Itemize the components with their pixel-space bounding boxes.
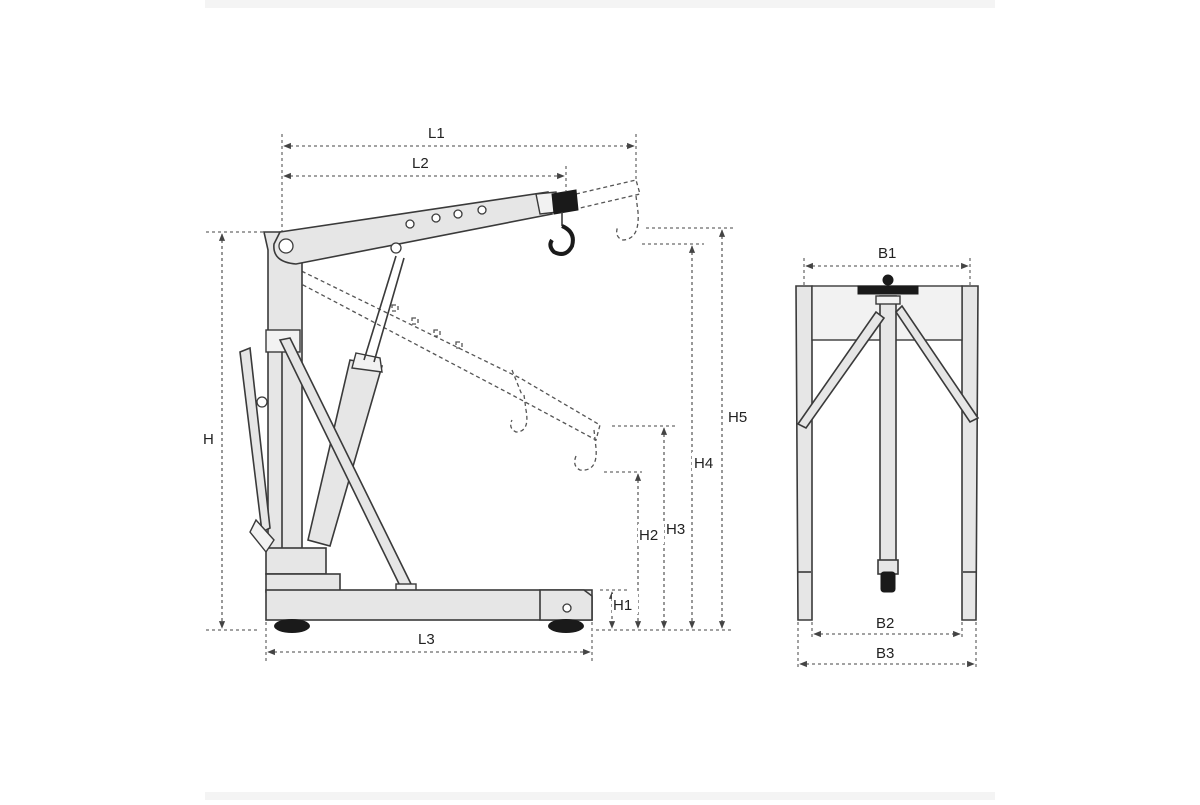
label-H4: H4 (694, 455, 713, 472)
hook-icon (548, 212, 575, 256)
front-right-leg (961, 285, 979, 621)
front-wheel (548, 619, 584, 633)
front-head-bar (857, 285, 919, 295)
boom-raised (273, 189, 579, 265)
label-B1: B1 (878, 245, 896, 262)
label-H: H (203, 431, 214, 448)
label-L2: L2 (412, 155, 429, 172)
label-H1: H1 (613, 597, 632, 614)
label-B3: B3 (876, 645, 894, 662)
top-edge-strip (205, 0, 995, 8)
label-H3: H3 (666, 521, 685, 538)
front-view: B1 B2 B3 (795, 245, 980, 670)
label-L1: L1 (428, 125, 445, 142)
rear-wheel (274, 619, 310, 633)
bottom-edge-strip (205, 792, 995, 800)
base-frame (265, 573, 593, 633)
front-mast (879, 295, 897, 569)
side-view: L1 L2 L3 H H1 H2 H3 H4 H5 (202, 125, 754, 662)
front-right-brace (894, 304, 980, 424)
front-wheel (880, 571, 896, 593)
ghost-boom-extended (575, 179, 641, 241)
front-left-leg (795, 285, 813, 621)
hydraulic-ram (307, 255, 405, 547)
pump-handle (239, 346, 275, 554)
dimension-lines-side (206, 134, 734, 662)
label-B2: B2 (876, 615, 894, 632)
front-left-brace (796, 310, 886, 430)
label-L3: L3 (418, 631, 435, 648)
label-H2: H2 (639, 527, 658, 544)
label-H5: H5 (728, 409, 747, 426)
